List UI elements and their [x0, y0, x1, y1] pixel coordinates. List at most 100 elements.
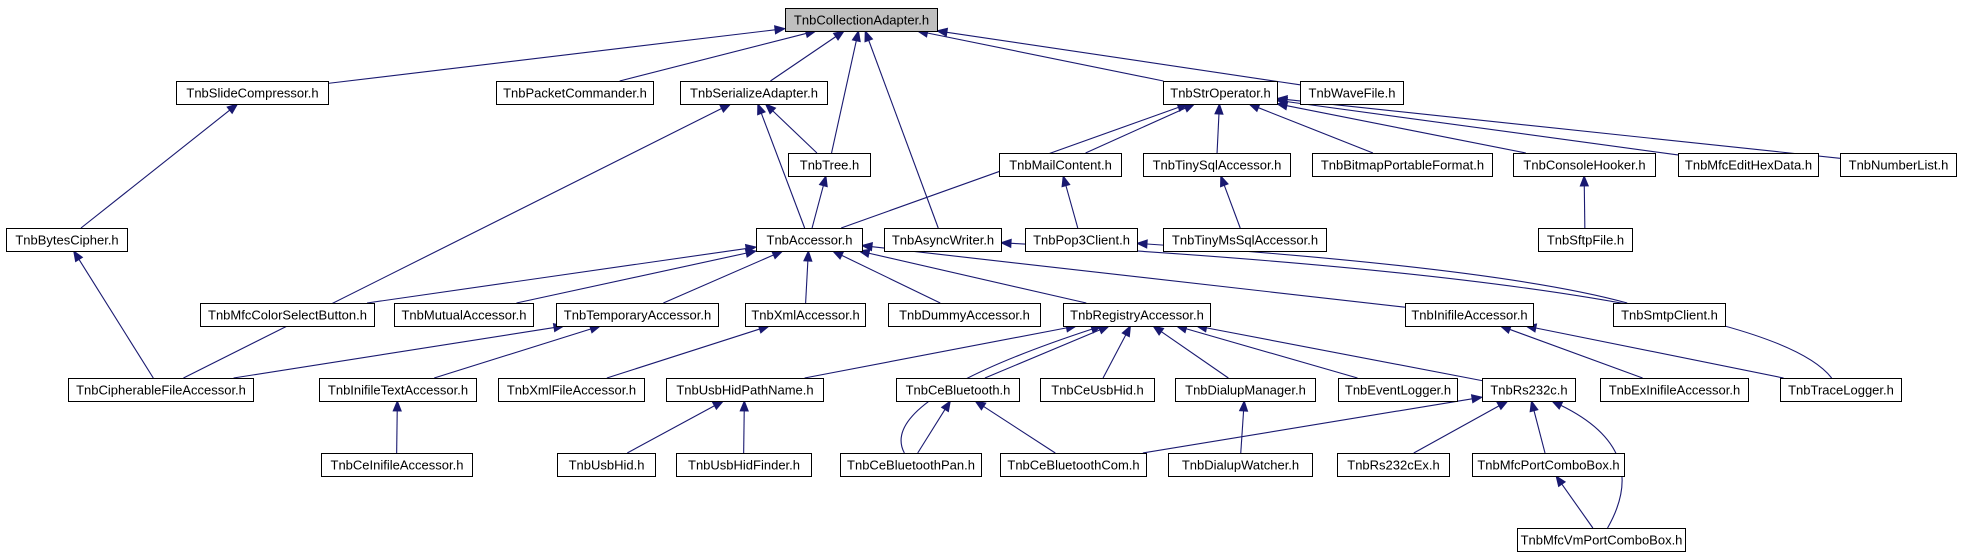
node-registryaccessor[interactable]: TnbRegistryAccessor.h — [1063, 303, 1211, 327]
node-label[interactable]: TnbTemporaryAccessor.h — [564, 308, 711, 323]
node-packetcmd[interactable]: TnbPacketCommander.h — [496, 81, 654, 105]
node-label[interactable]: TnbMfcPortComboBox.h — [1477, 458, 1619, 473]
node-box[interactable] — [1405, 303, 1534, 327]
node-label[interactable]: TnbStrOperator.h — [1170, 86, 1270, 101]
node-label[interactable]: TnbBytesCipher.h — [15, 233, 118, 248]
node-label[interactable]: TnbAsyncWriter.h — [892, 233, 994, 248]
node-box[interactable] — [1063, 303, 1211, 327]
node-label[interactable]: TnbMfcEditHexData.h — [1685, 158, 1812, 173]
node-cebtcom[interactable]: TnbCeBluetoothCom.h — [1000, 453, 1147, 477]
node-box[interactable] — [319, 378, 477, 402]
node-label[interactable]: TnbMailContent.h — [1009, 158, 1112, 173]
node-label[interactable]: TnbPop3Client.h — [1033, 233, 1130, 248]
node-dialupwatcher[interactable]: TnbDialupWatcher.h — [1168, 453, 1313, 477]
node-inifiletext[interactable]: TnbInifileTextAccessor.h — [319, 378, 477, 402]
node-tracelogger[interactable]: TnbTraceLogger.h — [1780, 378, 1902, 402]
node-slidecomp[interactable]: TnbSlideCompressor.h — [176, 81, 329, 105]
node-smtpclient[interactable]: TnbSmtpClient.h — [1613, 303, 1726, 327]
node-box[interactable] — [1482, 378, 1576, 402]
node-root[interactable]: TnbCollectionAdapter.h — [785, 8, 938, 32]
node-cebtpan[interactable]: TnbCeBluetoothPan.h — [840, 453, 982, 477]
node-box[interactable] — [840, 453, 982, 477]
node-label[interactable]: TnbTraceLogger.h — [1788, 383, 1894, 398]
node-tempaccessor[interactable]: TnbTemporaryAccessor.h — [556, 303, 719, 327]
node-label[interactable]: TnbPacketCommander.h — [503, 86, 647, 101]
node-bytescipher[interactable]: TnbBytesCipher.h — [6, 228, 128, 252]
node-mfcvmportcombo[interactable]: TnbMfcVmPortComboBox.h — [1517, 528, 1686, 552]
node-box[interactable] — [1538, 228, 1633, 252]
node-usbhidpath[interactable]: TnbUsbHidPathName.h — [666, 378, 824, 402]
node-box[interactable] — [1168, 453, 1313, 477]
node-label[interactable]: TnbCipherableFileAccessor.h — [76, 383, 246, 398]
node-box[interactable] — [884, 228, 1002, 252]
node-label[interactable]: TnbSerializeAdapter.h — [690, 86, 818, 101]
node-label[interactable]: TnbAccessor.h — [767, 233, 853, 248]
node-cebluetooth[interactable]: TnbCeBluetooth.h — [896, 378, 1020, 402]
node-rs232c[interactable]: TnbRs232c.h — [1482, 378, 1576, 402]
node-box[interactable] — [1613, 303, 1726, 327]
node-box[interactable] — [1312, 153, 1493, 177]
node-box[interactable] — [1000, 453, 1147, 477]
node-box[interactable] — [1678, 153, 1819, 177]
node-box[interactable] — [1025, 228, 1138, 252]
node-box[interactable] — [745, 303, 866, 327]
node-tinysql[interactable]: TnbTinySqlAccessor.h — [1143, 153, 1291, 177]
node-label[interactable]: TnbCeBluetoothPan.h — [847, 458, 975, 473]
node-label[interactable]: TnbRs232cEx.h — [1347, 458, 1440, 473]
node-label[interactable]: TnbMutualAccessor.h — [401, 308, 526, 323]
node-label[interactable]: TnbUsbHidPathName.h — [676, 383, 813, 398]
node-box[interactable] — [1163, 81, 1278, 105]
node-label[interactable]: TnbUsbHid.h — [569, 458, 645, 473]
node-label[interactable]: TnbDialupManager.h — [1185, 383, 1306, 398]
node-mfcportcombo[interactable]: TnbMfcPortComboBox.h — [1472, 453, 1625, 477]
node-box[interactable] — [676, 453, 812, 477]
node-exinifile[interactable]: TnbExInifileAccessor.h — [1600, 378, 1749, 402]
node-asyncwriter[interactable]: TnbAsyncWriter.h — [884, 228, 1002, 252]
node-wavefile[interactable]: TnbWaveFile.h — [1300, 81, 1404, 105]
node-box[interactable] — [6, 228, 128, 252]
node-label[interactable]: TnbMfcColorSelectButton.h — [208, 308, 367, 323]
node-box[interactable] — [1163, 228, 1327, 252]
node-label[interactable]: TnbNumberList.h — [1849, 158, 1949, 173]
node-mutualaccessor[interactable]: TnbMutualAccessor.h — [394, 303, 534, 327]
node-box[interactable] — [788, 153, 871, 177]
node-rs232cex[interactable]: TnbRs232cEx.h — [1337, 453, 1450, 477]
node-serialadapter[interactable]: TnbSerializeAdapter.h — [680, 81, 828, 105]
node-label[interactable]: TnbDialupWatcher.h — [1182, 458, 1299, 473]
node-tinymssql[interactable]: TnbTinyMsSqlAccessor.h — [1163, 228, 1327, 252]
node-box[interactable] — [1338, 378, 1458, 402]
node-label[interactable]: TnbInifileAccessor.h — [1411, 308, 1527, 323]
node-bitmapportable[interactable]: TnbBitmapPortableFormat.h — [1312, 153, 1493, 177]
node-label[interactable]: TnbRegistryAccessor.h — [1070, 308, 1204, 323]
node-box[interactable] — [1513, 153, 1656, 177]
node-label[interactable]: TnbInifileTextAccessor.h — [328, 383, 468, 398]
node-eventlogger[interactable]: TnbEventLogger.h — [1338, 378, 1458, 402]
node-box[interactable] — [1472, 453, 1625, 477]
node-ceinifile[interactable]: TnbCeInifileAccessor.h — [321, 453, 473, 477]
node-label[interactable]: TnbDummyAccessor.h — [899, 308, 1030, 323]
node-label[interactable]: TnbCeUsbHid.h — [1051, 383, 1144, 398]
node-label[interactable]: TnbWaveFile.h — [1309, 86, 1396, 101]
node-ceusbhid[interactable]: TnbCeUsbHid.h — [1040, 378, 1155, 402]
node-label[interactable]: TnbSftpFile.h — [1547, 233, 1624, 248]
node-label[interactable]: TnbUsbHidFinder.h — [688, 458, 800, 473]
node-xmlaccessor[interactable]: TnbXmlAccessor.h — [745, 303, 866, 327]
node-box[interactable] — [557, 453, 656, 477]
node-label[interactable]: TnbBitmapPortableFormat.h — [1321, 158, 1484, 173]
node-label[interactable]: TnbSlideCompressor.h — [186, 86, 318, 101]
node-box[interactable] — [200, 303, 375, 327]
node-box[interactable] — [1337, 453, 1450, 477]
node-sftpfile[interactable]: TnbSftpFile.h — [1538, 228, 1633, 252]
node-usbhidfinder[interactable]: TnbUsbHidFinder.h — [676, 453, 812, 477]
node-box[interactable] — [68, 378, 254, 402]
node-label[interactable]: TnbTinyMsSqlAccessor.h — [1172, 233, 1318, 248]
node-box[interactable] — [496, 81, 654, 105]
node-label[interactable]: TnbExInifileAccessor.h — [1609, 383, 1741, 398]
node-label[interactable]: TnbXmlFileAccessor.h — [507, 383, 636, 398]
node-label[interactable]: TnbCeInifileAccessor.h — [331, 458, 464, 473]
node-box[interactable] — [1600, 378, 1749, 402]
node-xmlfileaccessor[interactable]: TnbXmlFileAccessor.h — [498, 378, 645, 402]
node-usbhid[interactable]: TnbUsbHid.h — [557, 453, 656, 477]
node-consolehooker[interactable]: TnbConsoleHooker.h — [1513, 153, 1656, 177]
node-label[interactable]: TnbCeBluetoothCom.h — [1007, 458, 1139, 473]
